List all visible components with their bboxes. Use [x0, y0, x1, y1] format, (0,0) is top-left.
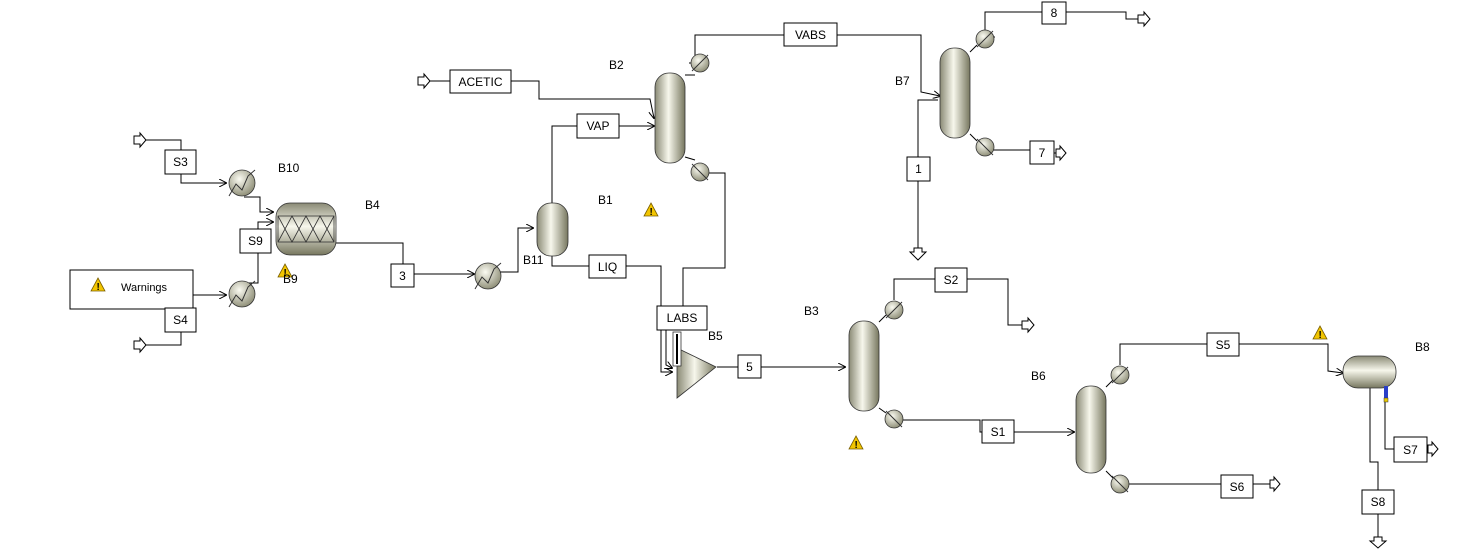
feed-arrow-icon [133, 10, 1439, 549]
flash-drum-icon[interactable] [536, 202, 569, 257]
block-label-b5: B5 [708, 329, 723, 343]
column-icon[interactable] [848, 300, 904, 429]
svg-text:!: ! [855, 440, 858, 451]
block-label-b6: B6 [1031, 369, 1046, 383]
stream-label-8[interactable]: 8 [1041, 1, 1067, 25]
stream-label-S3[interactable]: S3 [164, 149, 197, 175]
warnings-panel[interactable]: ! Warnings [69, 269, 194, 310]
svg-text:S6: S6 [1230, 480, 1245, 494]
svg-text:3: 3 [399, 269, 406, 283]
stream-label-7[interactable]: 7 [1029, 140, 1055, 165]
stream-label-S6[interactable]: S6 [1220, 474, 1254, 499]
svg-text:S7: S7 [1403, 443, 1418, 457]
heat-exchanger-icon[interactable] [474, 262, 502, 290]
svg-text:LIQ: LIQ [598, 260, 617, 274]
stream-label-S2[interactable]: S2 [934, 267, 968, 293]
stream-label-S4[interactable]: S4 [164, 307, 197, 333]
column-icon[interactable] [654, 53, 710, 182]
svg-text:S2: S2 [944, 273, 959, 287]
heat-exchanger-icon[interactable] [228, 280, 256, 308]
svg-text:LABS: LABS [667, 311, 698, 325]
block-label-b1: B1 [598, 193, 613, 207]
svg-text:S1: S1 [991, 425, 1006, 439]
stream-label-S5[interactable]: S5 [1206, 332, 1240, 357]
svg-text:S9: S9 [248, 234, 263, 248]
svg-text:S8: S8 [1371, 495, 1386, 509]
stream-label-S8[interactable]: S8 [1361, 489, 1395, 515]
stream-label-3[interactable]: 3 [390, 263, 415, 288]
block-label-b2: B2 [609, 58, 624, 72]
compressor-icon[interactable] [672, 331, 717, 399]
stream-label-S9[interactable]: S9 [239, 228, 272, 254]
reactor-icon[interactable] [275, 202, 337, 256]
stream-label-S7[interactable]: S7 [1393, 436, 1428, 463]
svg-text:8: 8 [1051, 6, 1058, 20]
svg-text:VABS: VABS [795, 28, 826, 42]
svg-text:!: ! [650, 207, 653, 218]
svg-text:S5: S5 [1216, 338, 1231, 352]
block-label-b3: B3 [804, 304, 819, 318]
warning-icon: ! [848, 435, 864, 451]
heat-exchanger-icon[interactable] [228, 169, 256, 197]
svg-text:!: ! [1319, 330, 1322, 341]
svg-text:ACETIC: ACETIC [458, 75, 502, 89]
svg-text:!: ! [284, 268, 287, 279]
svg-text:S4: S4 [173, 313, 188, 327]
block-label-b10: B10 [278, 161, 300, 175]
warning-icon: ! [643, 202, 659, 218]
stream-label-S1[interactable]: S1 [981, 419, 1015, 444]
block-label-b4: B4 [365, 198, 380, 212]
svg-text:5: 5 [746, 360, 753, 374]
stream-label-vabs[interactable]: VABS [783, 22, 838, 47]
svg-text:VAP: VAP [586, 119, 609, 133]
stream-label-5[interactable]: 5 [737, 354, 762, 379]
stream-label-1[interactable]: 1 [906, 156, 931, 182]
stream-label-vap[interactable]: VAP [576, 113, 620, 139]
stream-label-liq[interactable]: LIQ [588, 254, 627, 279]
stream-lines [144, 11, 1432, 537]
column-icon[interactable] [1075, 365, 1130, 494]
block-label-b11: B11 [523, 253, 544, 267]
svg-text:7: 7 [1039, 146, 1046, 160]
warning-icon [90, 277, 106, 292]
warnings-label: Warnings [121, 282, 168, 294]
block-label-b7: B7 [895, 74, 910, 88]
block-label-b8: B8 [1415, 340, 1430, 354]
svg-text:!: ! [97, 282, 100, 293]
svg-text:1: 1 [915, 162, 922, 176]
stream-label-labs[interactable]: LABS [656, 305, 708, 331]
warning-icon: ! [277, 263, 293, 279]
warning-icon: ! [1312, 325, 1328, 341]
decanter-icon[interactable] [1342, 355, 1397, 403]
column-icon[interactable] [939, 29, 995, 157]
stream-label-acetic[interactable]: ACETIC [449, 69, 512, 94]
svg-text:S3: S3 [173, 155, 188, 169]
block-label-b9: B9 [283, 272, 298, 286]
